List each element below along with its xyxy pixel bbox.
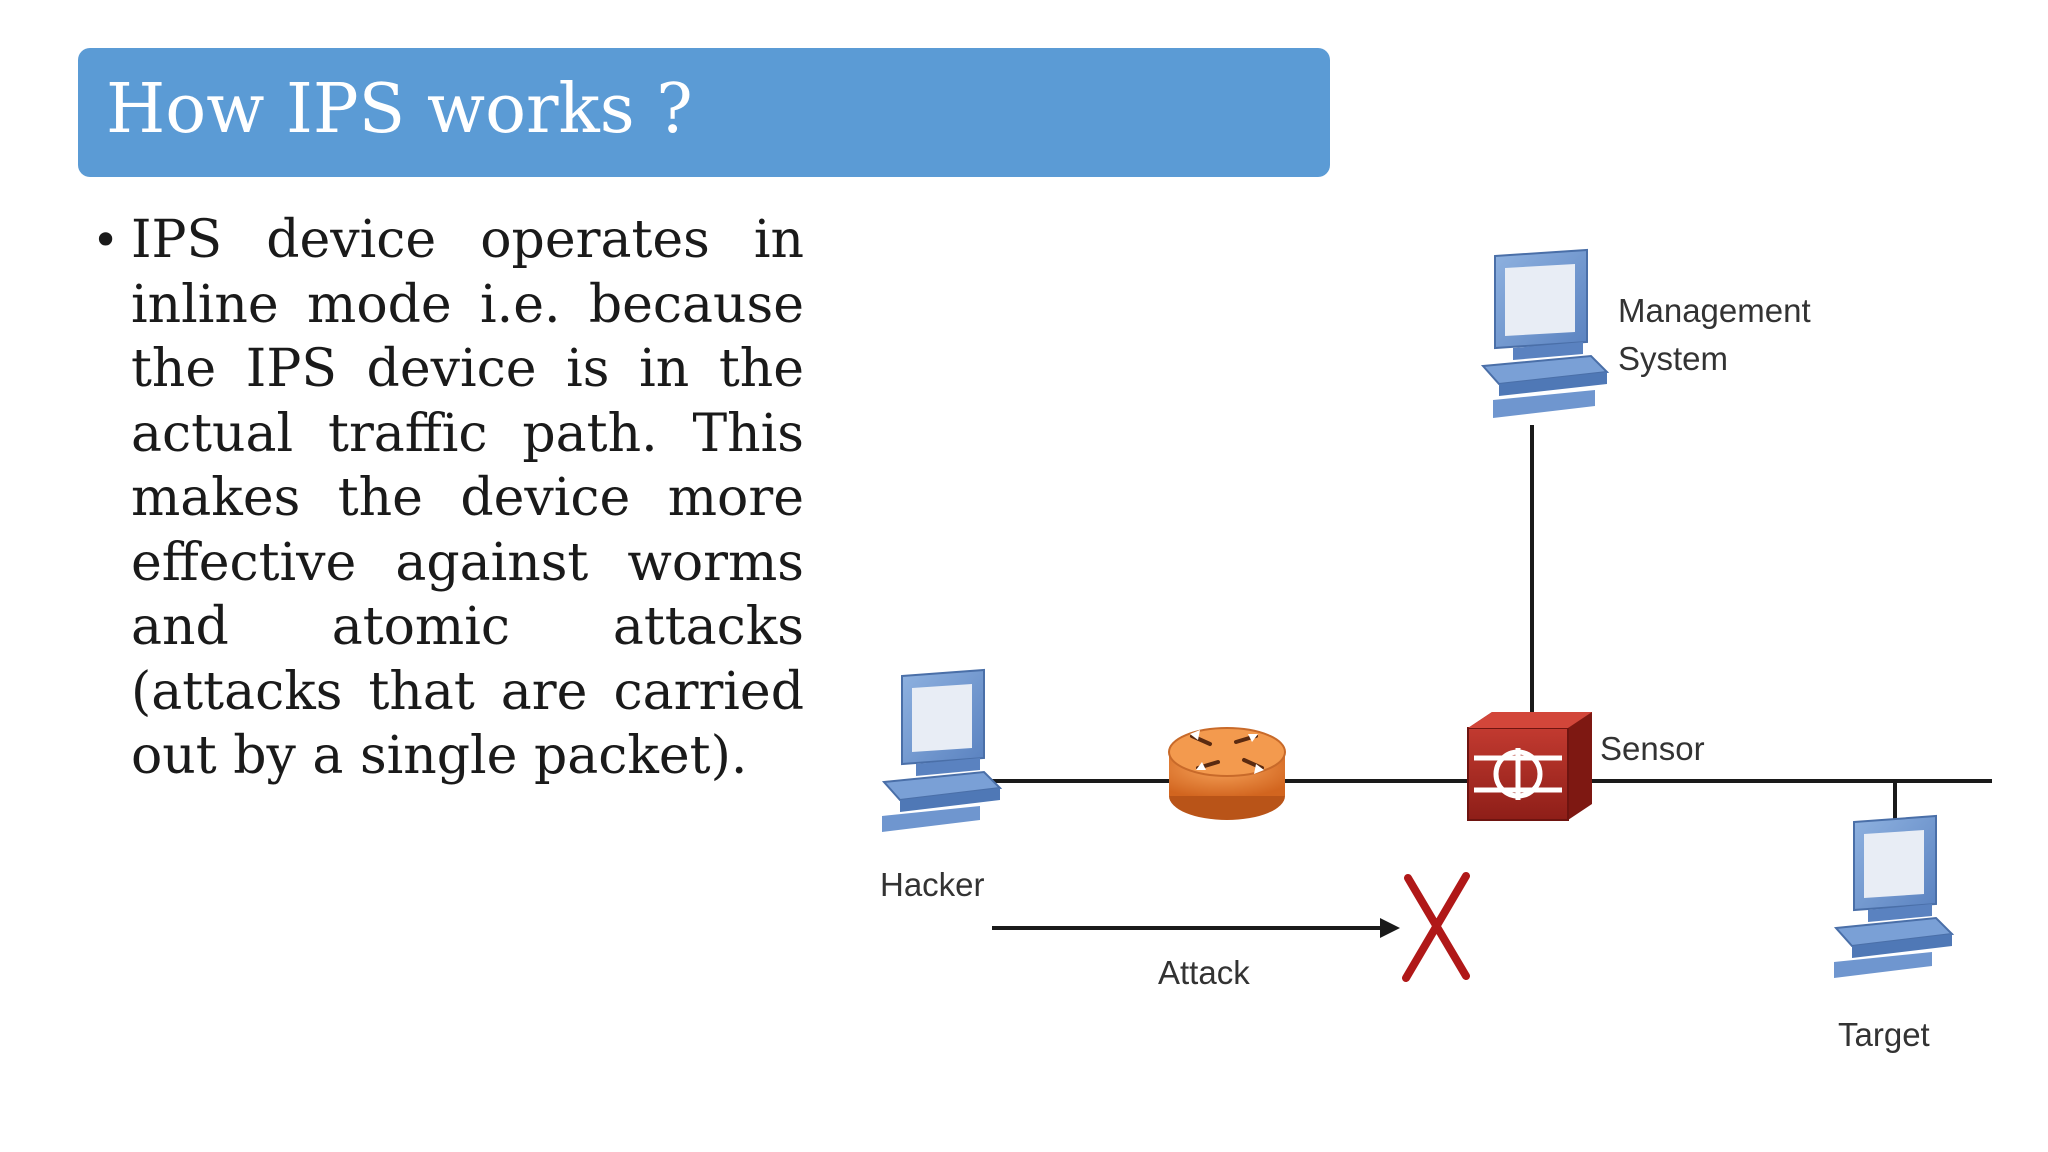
network-links xyxy=(990,425,1992,822)
router-icon xyxy=(1168,727,1286,820)
bullet-dot-icon: • xyxy=(92,213,120,267)
hacker-computer-icon xyxy=(881,668,1003,832)
sensor-label: Sensor xyxy=(1600,730,1705,767)
ips-network-diagram: Management System Hacker xyxy=(880,248,1992,1053)
target-computer-icon xyxy=(1833,814,1955,978)
attack-arrow xyxy=(992,918,1400,938)
bullet-item: IPS device operates in inline mode i.e. … xyxy=(131,210,804,786)
sensor-icon xyxy=(1467,712,1592,821)
hacker-label: Hacker xyxy=(880,866,985,903)
title-banner: How IPS works ? xyxy=(78,48,1330,177)
target-label: Target xyxy=(1838,1016,1930,1053)
management-label-line1: Management xyxy=(1618,292,1811,329)
slide-title: How IPS works ? xyxy=(106,70,693,149)
management-label-line2: System xyxy=(1618,340,1728,377)
attack-label: Attack xyxy=(1158,954,1250,991)
management-computer-icon xyxy=(1480,248,1610,418)
block-x-icon xyxy=(1402,872,1470,982)
